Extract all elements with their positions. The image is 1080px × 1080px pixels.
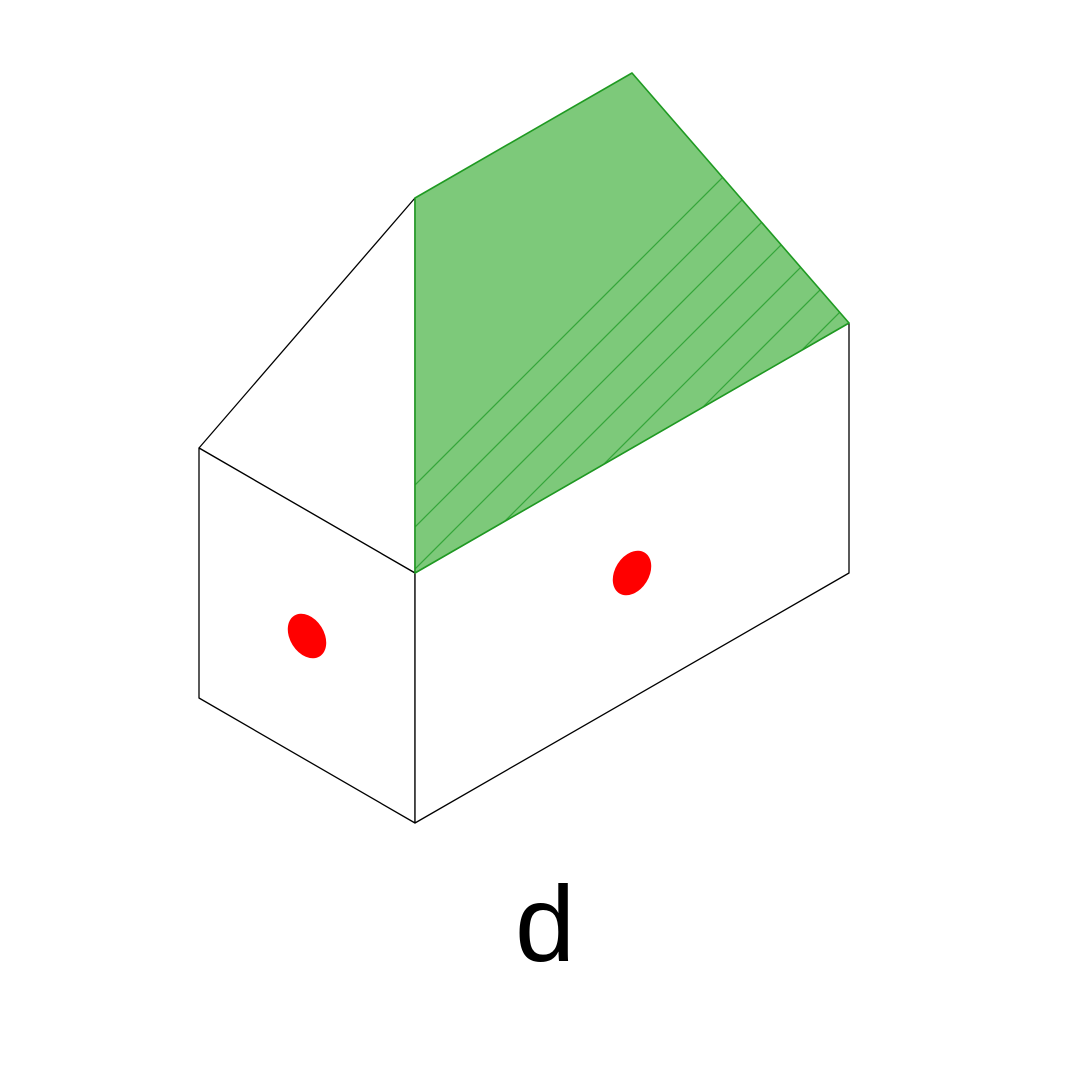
- figure-label: d: [514, 863, 576, 984]
- roof-hatch-line: [960, 80, 1080, 780]
- roof-hatch-line: [833, 79, 849, 573]
- roof-hatch-line: [876, 80, 1080, 780]
- shaded-roof-outline: [414, 72, 850, 574]
- front-face-red-marker: [612, 550, 652, 596]
- roof-hatch-line: [1002, 80, 1080, 780]
- roof-hatch-line: [415, 79, 849, 573]
- left-face-red-marker: [287, 613, 327, 659]
- roof-hatch-line: [918, 80, 1080, 780]
- roof-hatch-line: [1044, 80, 1080, 780]
- house-prism: [198, 72, 1080, 824]
- roof-hatch-line: [415, 79, 821, 573]
